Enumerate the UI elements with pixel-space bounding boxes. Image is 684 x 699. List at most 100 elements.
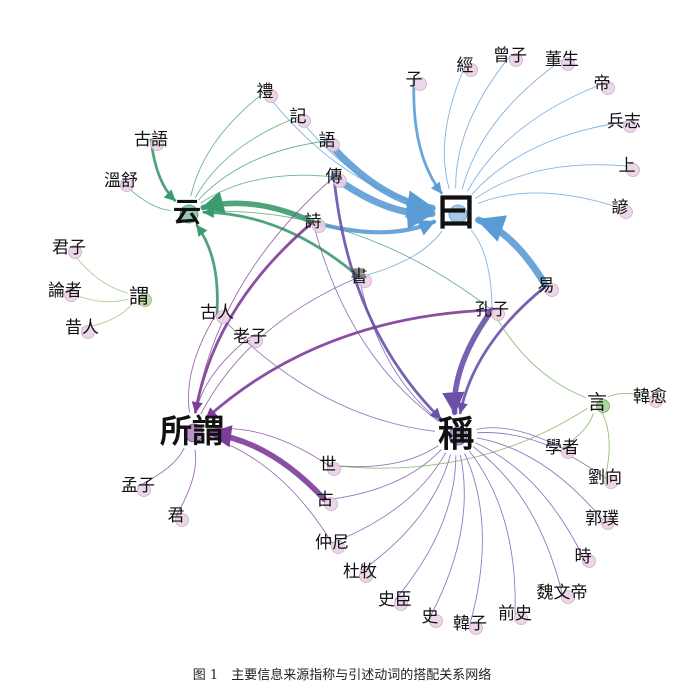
node-label-杜牧: 杜牧 [343, 562, 377, 582]
edge-書-曰 [358, 230, 443, 278]
node-dot-所謂 [184, 423, 204, 443]
node-label-謂: 謂 [129, 284, 149, 308]
node-古語[interactable]: 古語 [134, 130, 168, 151]
node-上[interactable]: 上 [619, 156, 640, 177]
node-label-世: 世 [320, 455, 337, 475]
node-dot-溫舒 [120, 178, 134, 192]
node-言[interactable]: 言 [587, 390, 610, 414]
node-稱[interactable]: 稱 [438, 413, 474, 455]
edge-杜牧-稱 [359, 454, 451, 573]
node-謂[interactable]: 謂 [129, 284, 152, 308]
node-label-劉向: 劉向 [588, 468, 622, 488]
node-dot-書 [358, 274, 372, 288]
node-傳[interactable]: 傳 [326, 167, 347, 188]
node-dot-傳 [333, 174, 347, 188]
nodes-layer: 曰稱 所謂 云謂言 子 經曾子董生帝兵志上諺 禮記語 古語溫舒 傳詩書 易 君子論者昔人 古人老子 孔… [48, 46, 667, 635]
edge-古人-云 [195, 224, 219, 315]
node-dot-世 [327, 462, 341, 476]
node-子[interactable]: 子 [406, 70, 427, 91]
node-dot-郭璞 [601, 516, 615, 530]
node-韓愈[interactable]: 韓愈 [633, 387, 667, 408]
edge-語-曰 [323, 137, 436, 219]
edge-史-稱 [429, 454, 465, 618]
node-論者[interactable]: 論者 [48, 281, 82, 302]
node-易[interactable]: 易 [538, 276, 559, 297]
collocation-network: 曰稱 所謂 云謂言 子 經曾子董生帝兵志上諺 禮記語 古語溫舒 傳詩書 易 君子論者昔人 古人老子 孔… [48, 46, 667, 635]
node-魏文帝[interactable]: 魏文帝 [537, 583, 588, 604]
node-史[interactable]: 史 [422, 607, 443, 628]
node-所謂[interactable]: 所謂 [160, 412, 224, 450]
edge-孔子-曰 [470, 229, 493, 311]
node-諺[interactable]: 諺 [612, 198, 633, 219]
edge-古人-稱 [216, 312, 436, 432]
node-dot-史臣 [394, 597, 408, 611]
node-曰[interactable]: 曰 [436, 189, 476, 236]
node-溫舒[interactable]: 溫舒 [104, 171, 138, 192]
edge-禮-云 [190, 91, 266, 197]
node-古[interactable]: 古 [317, 490, 338, 511]
node-label-郭璞: 郭璞 [585, 509, 619, 529]
node-記[interactable]: 記 [290, 107, 311, 128]
node-label-論者: 論者 [48, 281, 82, 301]
node-dot-記 [297, 114, 311, 128]
edge-孔子-稱 [442, 307, 495, 416]
edge-經-曰 [443, 65, 466, 190]
node-label-孔子: 孔子 [475, 300, 509, 320]
node-仲尼[interactable]: 仲尼 [315, 533, 349, 554]
node-dot-易 [545, 283, 559, 297]
node-dot-古語 [150, 137, 164, 151]
node-dot-史 [429, 614, 443, 628]
edge-詩-稱 [312, 221, 440, 422]
node-書[interactable]: 書 [351, 267, 372, 288]
node-曾子[interactable]: 曾子 [493, 46, 527, 67]
node-dot-經 [464, 63, 478, 77]
node-label-傳: 傳 [326, 167, 343, 187]
node-郭璞[interactable]: 郭璞 [585, 509, 619, 530]
edge-董生-曰 [461, 59, 563, 190]
node-dot-謂 [138, 293, 152, 307]
node-label-稱: 稱 [438, 413, 474, 455]
node-label-語: 語 [319, 131, 336, 151]
edge-帝-曰 [467, 83, 603, 192]
node-dot-學者 [561, 445, 575, 459]
node-昔人[interactable]: 昔人 [65, 318, 99, 339]
node-劉向[interactable]: 劉向 [588, 468, 622, 489]
node-君子[interactable]: 君子 [52, 238, 86, 259]
node-孔子[interactable]: 孔子 [475, 300, 509, 321]
edge-韓子-稱 [464, 453, 483, 625]
node-經[interactable]: 經 [457, 56, 478, 77]
edge-記-云 [194, 116, 299, 198]
node-云[interactable]: 云 [173, 196, 201, 229]
edge-詩-所謂 [191, 220, 315, 414]
node-史臣[interactable]: 史臣 [378, 590, 412, 611]
node-label-溫舒: 溫舒 [104, 171, 138, 191]
node-dot-前史 [514, 611, 528, 625]
node-兵志[interactable]: 兵志 [607, 112, 641, 133]
node-前史[interactable]: 前史 [498, 604, 532, 625]
node-label-君子: 君子 [52, 238, 86, 258]
node-世[interactable]: 世 [320, 455, 341, 476]
node-dot-古人 [216, 310, 230, 324]
node-dot-帝 [601, 81, 615, 95]
node-董生[interactable]: 董生 [545, 50, 579, 71]
node-杜牧[interactable]: 杜牧 [343, 562, 377, 583]
edge-曾子-曰 [455, 55, 511, 189]
node-學者[interactable]: 學者 [545, 438, 579, 459]
node-dot-劉向 [604, 475, 618, 489]
node-古人[interactable]: 古人 [200, 303, 234, 324]
edge-諺-曰 [477, 192, 621, 209]
edge-仲尼-所謂 [209, 436, 333, 544]
node-時[interactable]: 時 [575, 547, 596, 568]
node-孟子[interactable]: 孟子 [121, 476, 155, 497]
edge-書-云 [202, 206, 361, 279]
node-label-董生: 董生 [545, 50, 579, 70]
edge-古-所謂 [208, 425, 328, 503]
node-禮[interactable]: 禮 [257, 82, 278, 103]
node-君[interactable]: 君 [168, 506, 189, 527]
node-語[interactable]: 語 [319, 131, 340, 152]
node-dot-韓愈 [649, 394, 663, 408]
node-老子[interactable]: 老子 [233, 327, 267, 348]
node-詩[interactable]: 詩 [305, 212, 326, 233]
node-帝[interactable]: 帝 [594, 74, 615, 95]
node-韓子[interactable]: 韓子 [453, 614, 487, 635]
